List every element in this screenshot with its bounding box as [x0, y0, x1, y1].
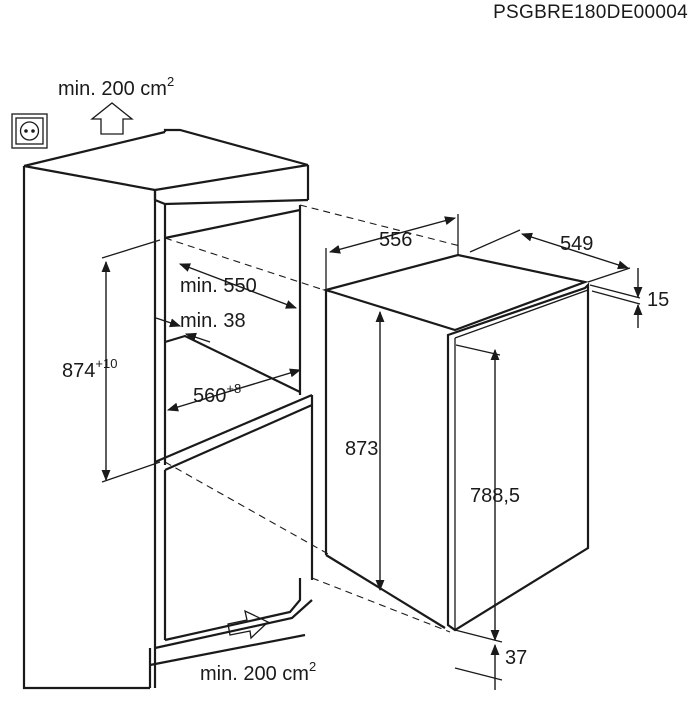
air-flow-up-icon: [90, 102, 134, 135]
niche-height-label: 874+10: [62, 356, 117, 382]
top-offset-label: 15: [647, 289, 669, 311]
appliance-width-label: 556: [379, 229, 412, 251]
dim-niche-gap: [155, 317, 211, 343]
niche-gap-label: min. 38: [180, 310, 246, 332]
dim-niche-depth: [178, 263, 298, 309]
air-flow-in-icon: [227, 609, 270, 640]
vent-top-label: min. 200 cm2: [58, 74, 174, 100]
kitchen-cabinet: [22, 128, 314, 690]
niche-width-label: 560+8: [193, 381, 241, 407]
refrigerator: [322, 253, 590, 632]
appliance-depth-label: 549: [560, 233, 593, 255]
power-socket-icon: [11, 113, 48, 149]
appliance-height-label: 873: [345, 438, 378, 460]
dim-appliance-width: [325, 214, 459, 290]
dim-niche-width: [166, 368, 302, 412]
diagram-code: PSGBRE180DE00004: [493, 2, 688, 23]
door-height-label: 788,5: [470, 485, 520, 507]
dim-door-height: [455, 344, 501, 642]
niche-depth-label: min. 550: [180, 275, 257, 297]
dim-bottom-offset: [454, 629, 503, 690]
dim-niche-height: [101, 239, 161, 483]
vent-bottom-label: min. 200 cm2: [200, 659, 316, 685]
dim-top-offset: [589, 268, 643, 328]
bottom-offset-label: 37: [505, 647, 527, 669]
dim-appliance-depth: [469, 229, 631, 283]
